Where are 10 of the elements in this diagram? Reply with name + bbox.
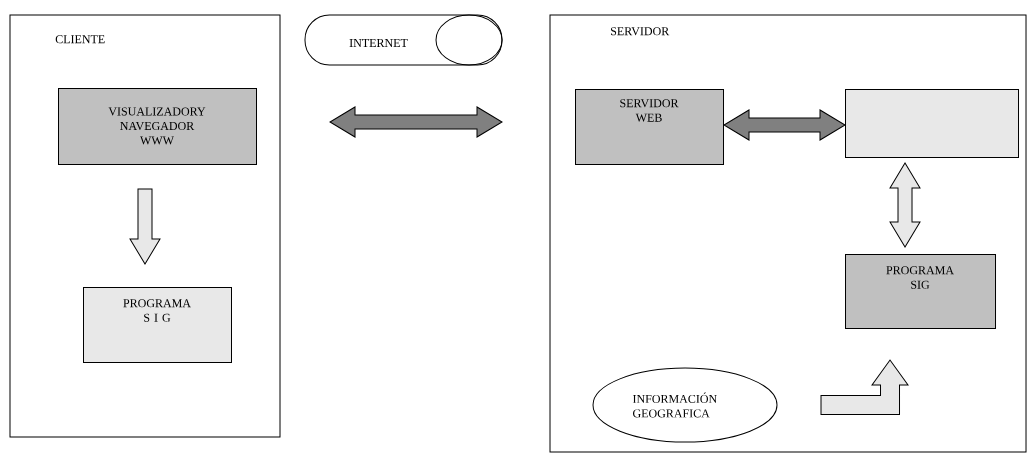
process-box: VISUALIZADORY NAVEGADOR WWW <box>58 88 257 165</box>
process-box: PROGRAMA S I G <box>83 287 232 363</box>
process-box <box>845 89 1019 158</box>
block-arrow <box>723 109 846 141</box>
block-arrow <box>129 188 161 265</box>
block-arrow <box>329 106 503 138</box>
process-box: PROGRAMA SIG <box>845 254 996 329</box>
block-arrow <box>889 162 921 248</box>
process-box: SERVIDOR WEB <box>575 89 724 165</box>
block-arrow <box>820 359 909 415</box>
